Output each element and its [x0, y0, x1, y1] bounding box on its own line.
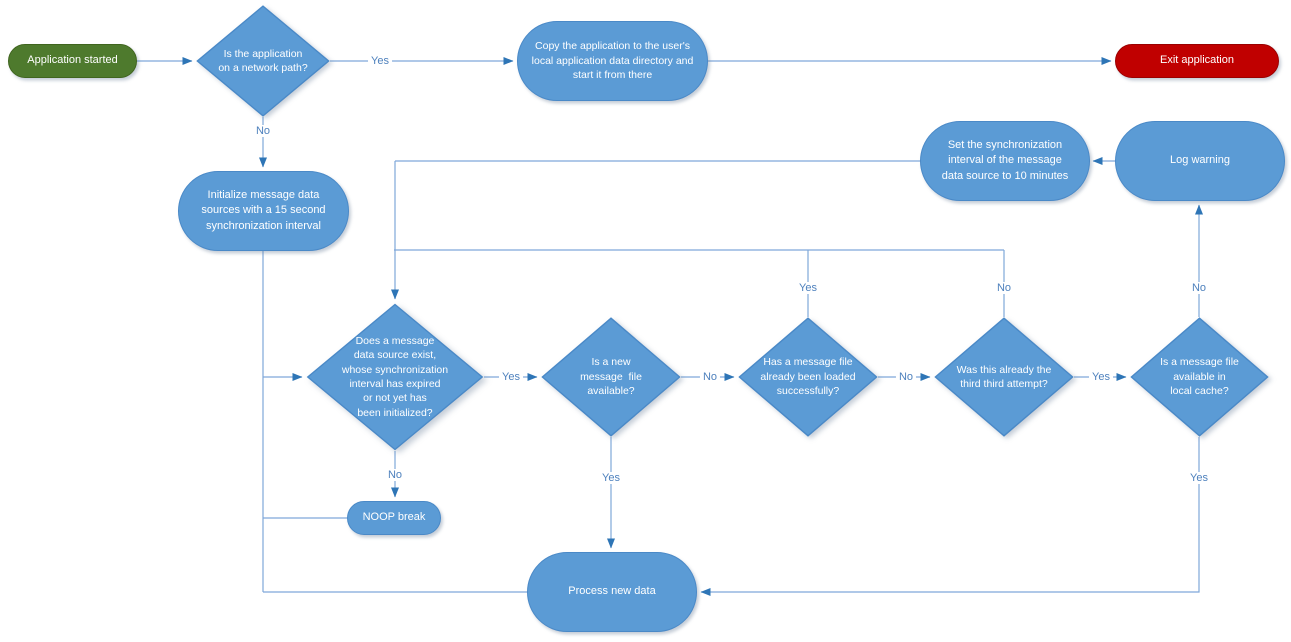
connector-cache-yes-to-process [700, 437, 1200, 596]
node-label: Is the application on a network path? [218, 47, 308, 74]
edge-label-loaded-no: No [895, 371, 917, 383]
node-label: Is a new message file available? [580, 356, 642, 398]
node-label: Has a message file already been loaded s… [760, 356, 856, 398]
edge-label-newfile-yes: Yes [599, 472, 623, 484]
node-label: Application started [27, 54, 118, 67]
edge-label-cache-yes: Yes [1187, 472, 1211, 484]
edge-label-exists-yes: Yes [499, 371, 523, 383]
edge-label-third-no: No [993, 282, 1015, 294]
node-label: Is a message file available in local cac… [1160, 356, 1239, 398]
edge-label-network-yes: Yes [368, 55, 392, 67]
node-local-cache-decision: Is a message file available in local cac… [1130, 317, 1269, 437]
node-log-warning: Log warning [1115, 121, 1285, 201]
diamond-shape [934, 317, 1074, 437]
node-label: Was this already the third third attempt… [956, 363, 1052, 390]
edge-label-newfile-no: No [699, 371, 721, 383]
node-process-new-data: Process new data [527, 552, 697, 632]
node-label: Log warning [1170, 154, 1230, 167]
edge-label-exists-no: No [384, 469, 406, 481]
node-label: Process new data [568, 585, 656, 598]
node-label: Does a message data source exist, whose … [341, 334, 449, 419]
edge-label-cache-no: No [1188, 282, 1210, 294]
node-application-started: Application started [8, 44, 137, 78]
node-copy-application: Copy the application to the user's local… [517, 21, 708, 101]
node-new-file-decision: Is a new message file available? [541, 317, 681, 437]
node-label: Set the synchronization interval of the … [941, 139, 1069, 182]
node-label: Copy the application to the user's local… [531, 40, 694, 82]
edge-label-loaded-yes: Yes [796, 282, 820, 294]
node-exit-application: Exit application [1115, 44, 1279, 78]
diamond-shape [738, 317, 878, 437]
node-data-source-exists-decision: Does a message data source exist, whose … [306, 303, 484, 451]
node-network-path-decision: Is the application on a network path? [196, 5, 330, 117]
diamond-shape [306, 303, 484, 451]
node-third-attempt-decision: Was this already the third third attempt… [934, 317, 1074, 437]
node-label: NOOP break [362, 511, 426, 524]
diamond-shape [541, 317, 681, 437]
node-label: Initialize message data sources with a 1… [201, 189, 326, 232]
node-file-loaded-decision: Has a message file already been loaded s… [738, 317, 878, 437]
edge-label-third-yes: Yes [1089, 371, 1113, 383]
node-label: Exit application [1160, 54, 1234, 67]
node-noop-break: NOOP break [347, 501, 441, 535]
diamond-shape [196, 5, 330, 117]
node-initialize-sources: Initialize message data sources with a 1… [178, 171, 349, 251]
edge-label-network-no: No [252, 125, 274, 137]
node-set-sync-interval: Set the synchronization interval of the … [920, 121, 1090, 201]
diamond-shape [1130, 317, 1269, 437]
